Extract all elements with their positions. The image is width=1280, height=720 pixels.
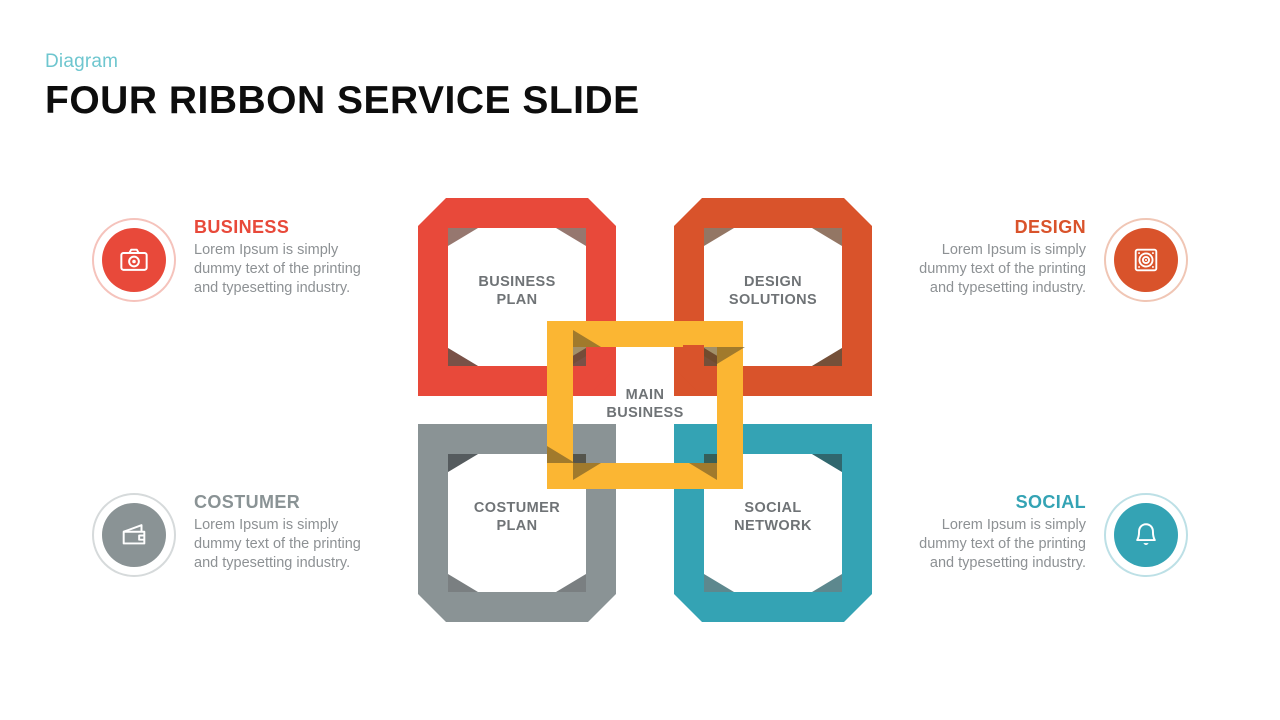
bell-icon xyxy=(1136,523,1156,545)
info-body-social: Lorem Ipsum is simply dummy text of the … xyxy=(919,516,1086,572)
interlock-yellow-over-bottom xyxy=(547,463,743,489)
ribbon-label-bottom-right-line1: SOCIAL xyxy=(744,500,801,516)
center-label-line2: BUSINESS xyxy=(606,405,683,421)
camera-icon xyxy=(120,248,148,271)
info-title-design: DESIGN xyxy=(1014,217,1086,237)
info-body-design: Lorem Ipsum is simply dummy text of the … xyxy=(919,241,1086,297)
avatar-badge-business xyxy=(92,218,176,302)
page-title: FOUR RIBBON SERVICE SLIDE xyxy=(45,79,640,122)
info-block-business[interactable]: BUSINESS Lorem Ipsum is simply dummy tex… xyxy=(92,217,388,302)
ribbon-label-bottom-left-line2: PLAN xyxy=(496,518,537,534)
ribbon-label-top-right-line1: DESIGN xyxy=(744,274,802,290)
info-block-design[interactable]: DESIGN Lorem Ipsum is simply dummy text … xyxy=(892,217,1188,302)
interlock-yellow-verticals xyxy=(717,321,745,467)
info-block-costumer[interactable]: COSTUMER Lorem Ipsum is simply dummy tex… xyxy=(92,492,388,577)
info-title-business: BUSINESS xyxy=(194,217,290,237)
page-header: Diagram FOUR RIBBON SERVICE SLIDE xyxy=(45,52,640,122)
page-kicker: Diagram xyxy=(45,51,119,72)
info-text-social: SOCIAL Lorem Ipsum is simply dummy text … xyxy=(892,492,1086,573)
info-text-costumer: COSTUMER Lorem Ipsum is simply dummy tex… xyxy=(194,492,388,573)
avatar-badge-social xyxy=(1104,493,1188,577)
avatar-badge-design xyxy=(1104,218,1188,302)
ribbon-label-top-right-line2: SOLUTIONS xyxy=(729,292,817,308)
ribbon-label-top-left-line1: BUSINESS xyxy=(478,274,555,290)
badge-inner-design xyxy=(1114,228,1178,292)
avatar-badge-costumer xyxy=(92,493,176,577)
ribbon-label-top-left-line2: PLAN xyxy=(496,292,537,308)
info-body-business: Lorem Ipsum is simply dummy text of the … xyxy=(194,241,361,297)
interlock-orange-over-yellow xyxy=(674,345,872,396)
aperture-icon xyxy=(1134,248,1158,272)
interlock-red-over-yellow xyxy=(418,345,616,396)
center-label-line1: MAIN xyxy=(626,387,665,403)
info-title-social: SOCIAL xyxy=(1015,492,1086,512)
ribbon-diagram: BUSINESS PLAN DESIGN SOLUTIONS COSTUMER … xyxy=(405,185,885,625)
info-block-social[interactable]: SOCIAL Lorem Ipsum is simply dummy text … xyxy=(892,492,1188,577)
info-text-design: DESIGN Lorem Ipsum is simply dummy text … xyxy=(892,217,1086,298)
info-text-business: BUSINESS Lorem Ipsum is simply dummy tex… xyxy=(194,217,388,298)
badge-inner-social xyxy=(1114,503,1178,567)
ribbon-label-bottom-left-line1: COSTUMER xyxy=(474,500,560,516)
info-title-costumer: COSTUMER xyxy=(194,492,301,512)
ribbon-label-bottom-right-line2: NETWORK xyxy=(734,518,812,534)
badge-inner-business xyxy=(102,228,166,292)
info-body-costumer: Lorem Ipsum is simply dummy text of the … xyxy=(194,516,361,572)
interlock-yellow-over-top xyxy=(547,321,683,489)
badge-inner-costumer xyxy=(102,503,166,567)
wallet-icon xyxy=(122,524,146,545)
